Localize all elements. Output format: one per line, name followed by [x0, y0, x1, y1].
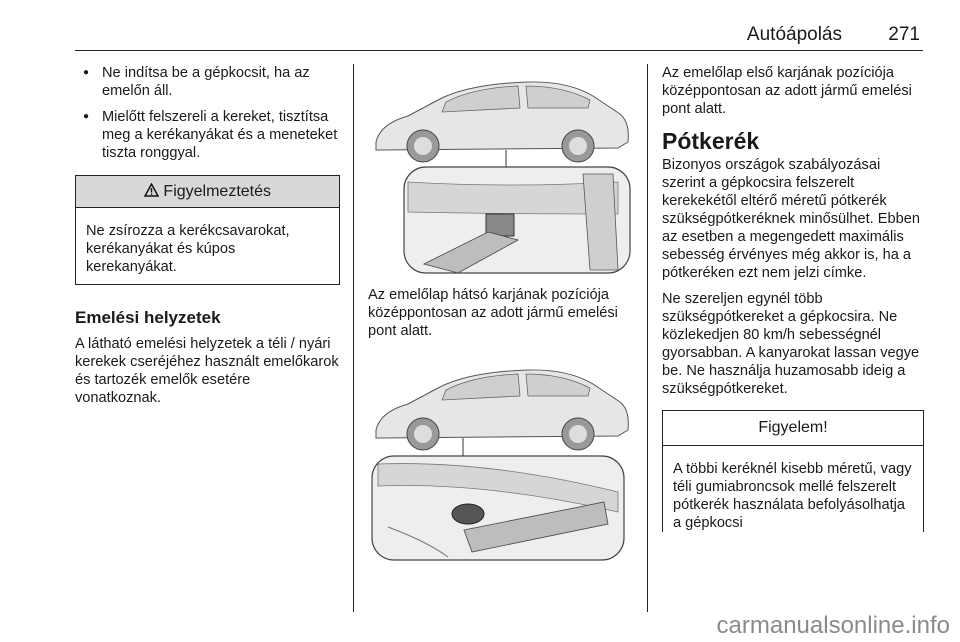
warning-text: Ne zsírozza a kerékcsavarokat, kerékanyá… [86, 223, 290, 275]
warning-box: Figyelmeztetés Ne zsírozza a kerékcsavar… [75, 175, 340, 285]
warning-triangle-icon [143, 182, 163, 200]
front-jack-figure [368, 352, 633, 562]
watermark: carmanualsonline.info [716, 612, 950, 639]
jack-detail-illustration [403, 166, 631, 274]
column-1: Ne indítsa be a gépkocsit, ha az emelőn … [75, 64, 340, 415]
bullet-item: Mielőtt felszereli a kereket, tisztítsa … [75, 108, 340, 162]
column-divider-2 [647, 64, 648, 612]
car-side-illustration [375, 81, 629, 168]
spare-wheel-heading: Pótkerék [662, 128, 760, 154]
column-3: Az emelőlap első karjának pozíciója közé… [662, 64, 924, 532]
bullet-item: Ne indítsa be a gépkocsit, ha az emelőn … [75, 64, 340, 100]
warning-header: Figyelmeztetés [76, 176, 339, 208]
paragraph: Ne szereljen egynél több szükségpótkerek… [662, 291, 920, 397]
notice-box: Figyelem! A többi keréknél kisebb méretű… [662, 410, 924, 532]
front-jack-caption: Az emelőlap első karjának pozíciója közé… [662, 65, 912, 117]
rear-jack-figure [368, 64, 633, 274]
rear-jack-caption: Az emelőlap hátsó karjának pozíciója köz… [368, 287, 618, 339]
page-number: 271 [888, 24, 920, 45]
column-divider-1 [353, 64, 354, 612]
lifting-positions-text: A látható emelési helyzetek a téli / nyá… [75, 336, 339, 406]
header-rule [75, 50, 923, 51]
car-side-illustration [375, 369, 629, 456]
lifting-positions-heading: Emelési helyzetek [75, 308, 221, 327]
paragraph: Bizonyos országok szabályozásai szerint … [662, 157, 920, 281]
warning-title: Figyelmeztetés [163, 183, 272, 200]
notice-text: A többi keréknél kisebb méretű, vagy tél… [673, 461, 912, 531]
column-2: Az emelőlap hátsó karjának pozíciója köz… [368, 64, 633, 562]
section-title: Autóápolás [746, 24, 842, 45]
notice-title: Figyelem! [663, 411, 923, 446]
jack-detail-illustration [371, 455, 625, 561]
